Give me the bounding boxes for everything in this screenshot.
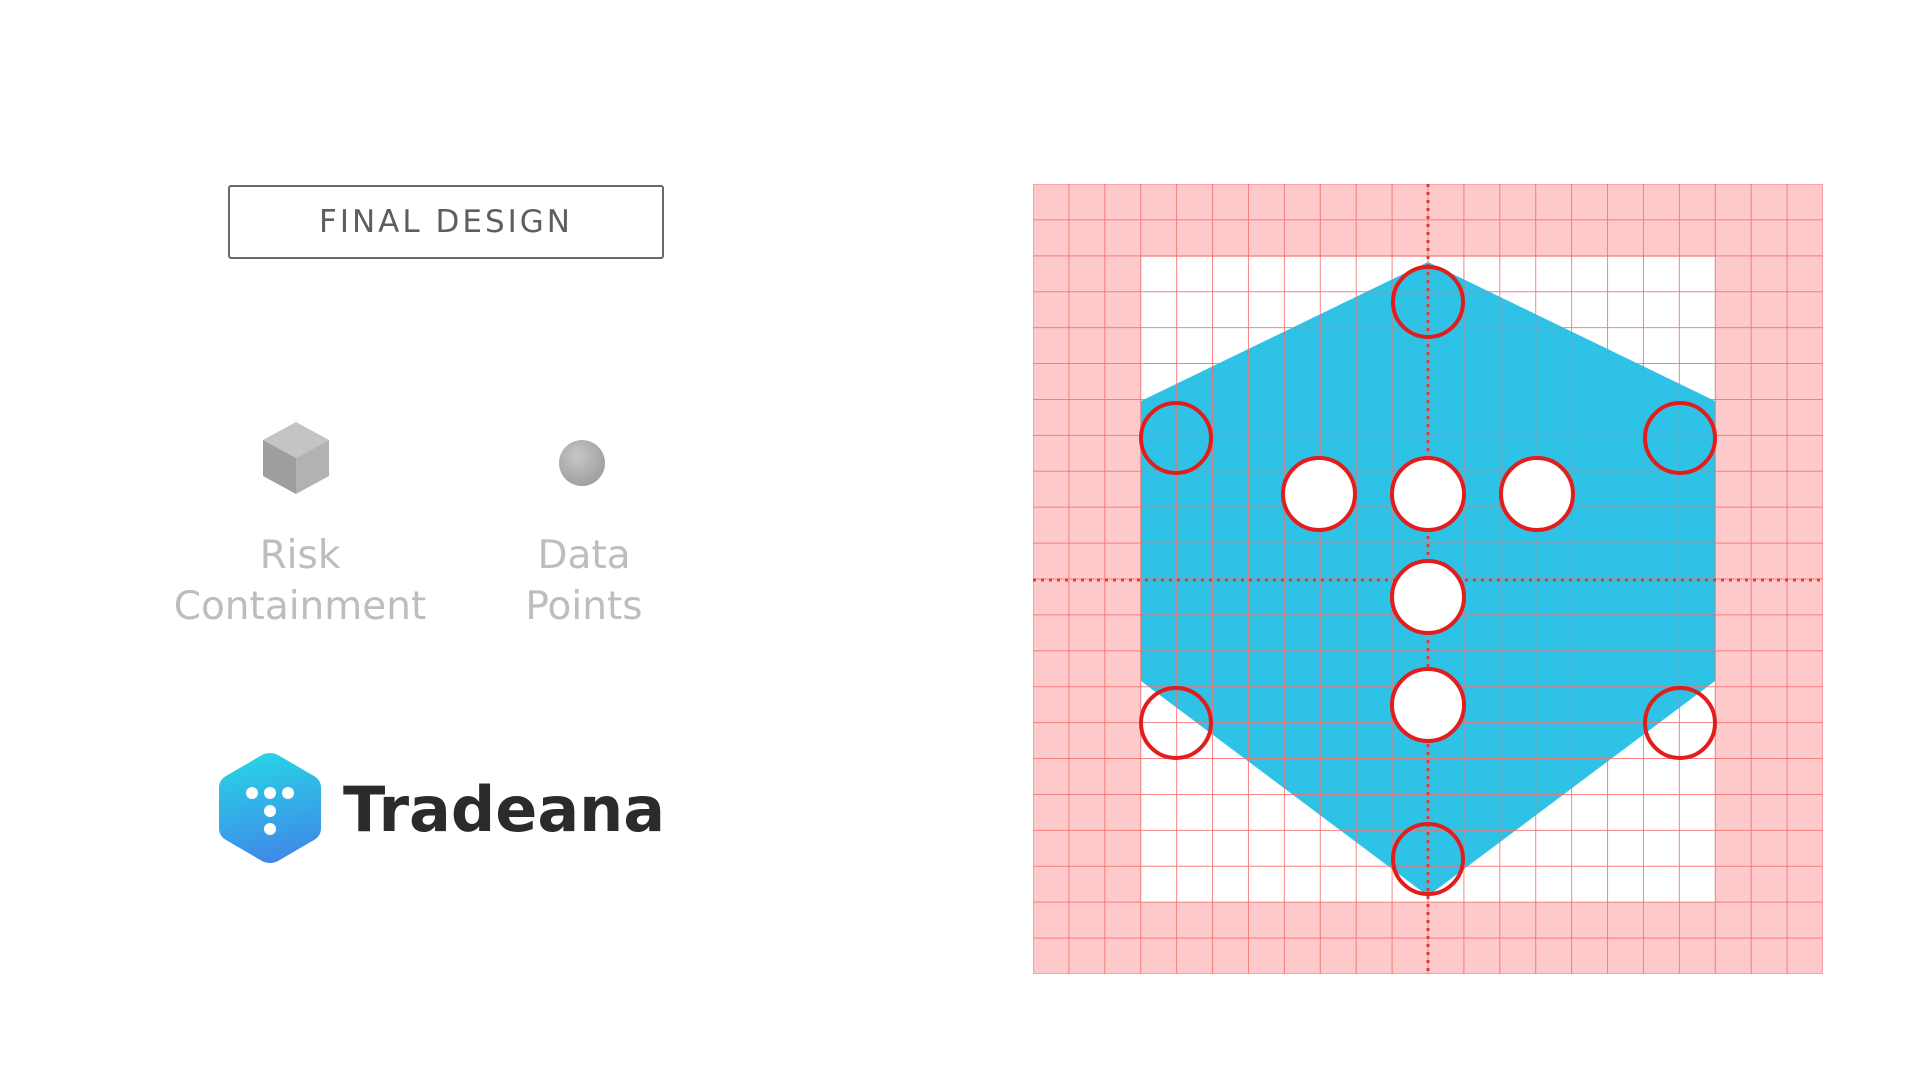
vertex-circle bbox=[1643, 686, 1717, 760]
logo-dot-circle bbox=[1390, 559, 1466, 635]
data-points-line1: Data bbox=[537, 533, 631, 578]
tradeana-logo-icon bbox=[216, 750, 324, 871]
tradeana-wordmark: Tradeana bbox=[343, 773, 666, 846]
logo-dot-circle bbox=[1390, 667, 1466, 743]
vertex-circle bbox=[1139, 686, 1213, 760]
final-design-label: FINAL DESIGN bbox=[228, 185, 664, 259]
risk-containment-label: Risk Containment bbox=[140, 530, 460, 632]
construction-grid bbox=[1032, 183, 1824, 979]
risk-containment-line2: Containment bbox=[173, 584, 427, 629]
sphere-icon bbox=[557, 438, 607, 493]
vertex-circle bbox=[1391, 265, 1465, 339]
logo-dot-circle bbox=[1499, 456, 1575, 532]
data-points-label: Data Points bbox=[424, 530, 744, 632]
vertex-circle bbox=[1139, 401, 1213, 475]
logo-dot-circle bbox=[1390, 456, 1466, 532]
cube-icon bbox=[260, 420, 332, 501]
construction-grid-svg bbox=[1032, 183, 1824, 975]
vertex-circle bbox=[1643, 401, 1717, 475]
logo-dot-circle bbox=[1281, 456, 1357, 532]
risk-containment-line1: Risk bbox=[259, 533, 341, 578]
vertex-circle bbox=[1391, 822, 1465, 896]
data-points-line2: Points bbox=[525, 584, 643, 629]
